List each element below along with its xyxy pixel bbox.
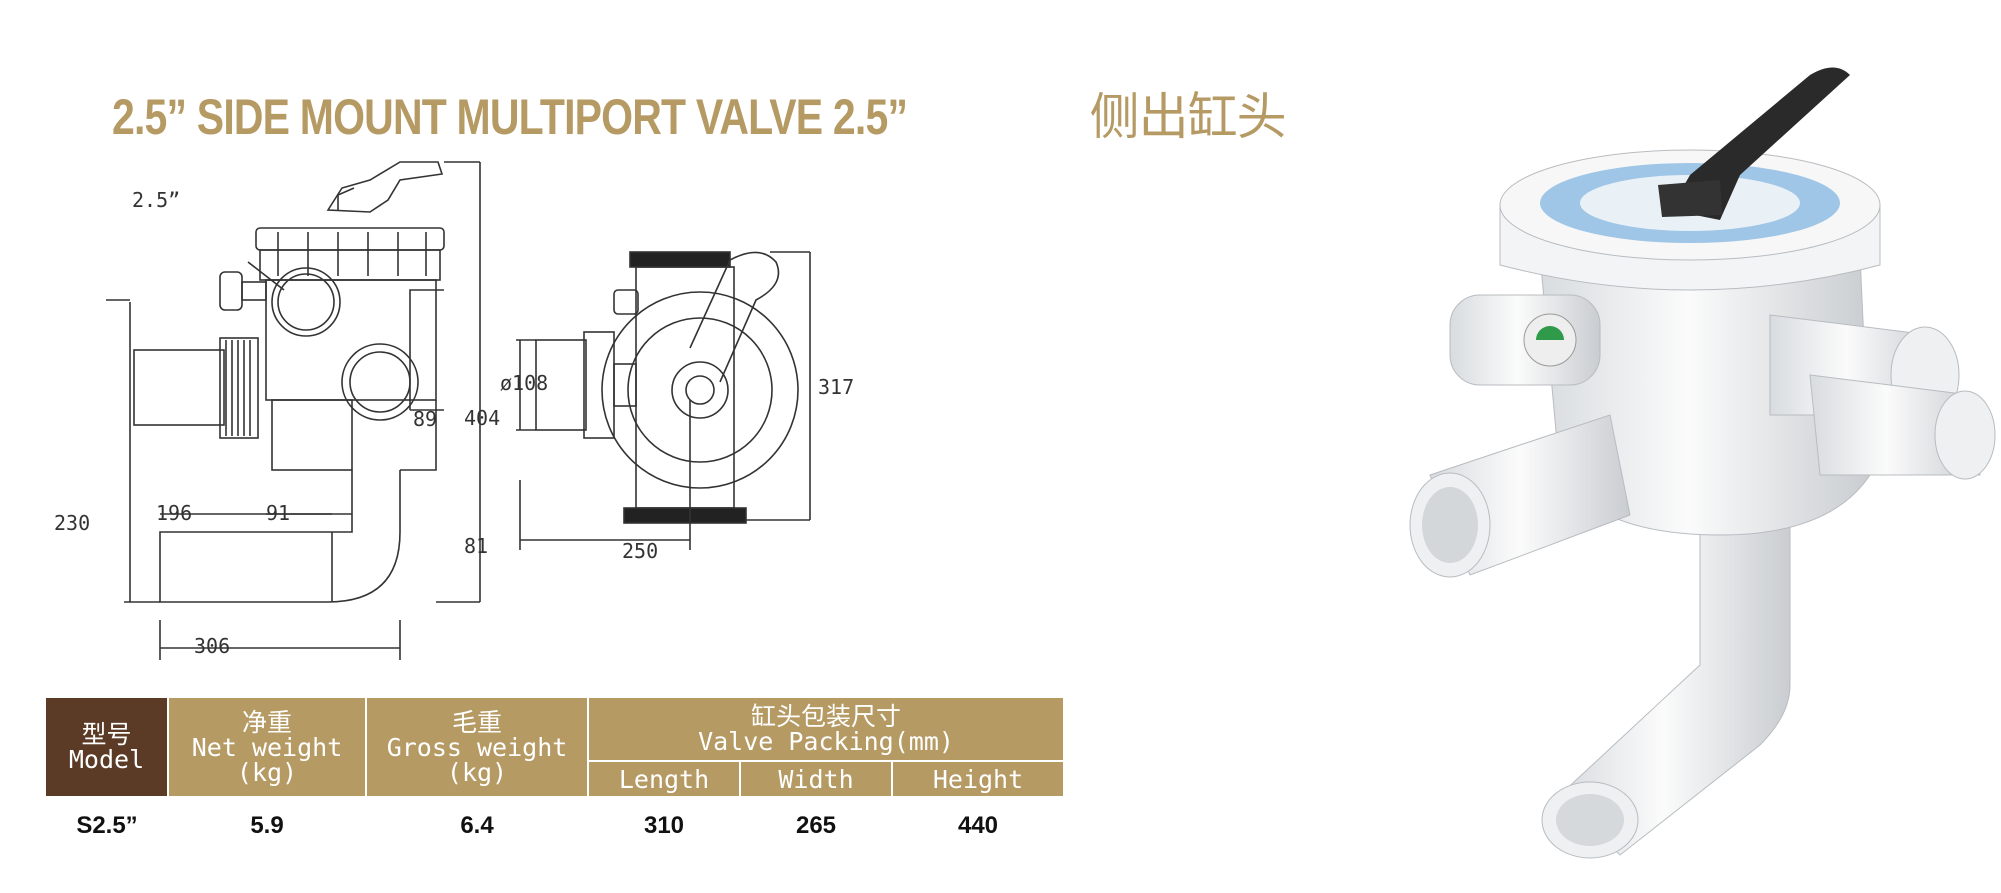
cell-model: S2.5”: [76, 812, 138, 839]
dim-404: 404: [464, 406, 500, 430]
header-gross-weight: 毛重 Gross weight (kg): [366, 698, 589, 798]
dim-317: 317: [818, 375, 854, 399]
header-width: Width: [740, 761, 893, 798]
page-title: 2.5” SIDE MOUNT MULTIPORT VALVE 2.5” 侧出缸头: [112, 82, 1287, 152]
cell-length: 310: [643, 812, 685, 839]
header-model: 型号 Model: [46, 698, 169, 798]
spec-table: 型号 Model 净重 Net weight (kg) 毛重 Gross wei…: [46, 698, 1066, 854]
dim-91: 91: [266, 501, 290, 525]
dim-306: 306: [194, 634, 230, 658]
dim-230: 230: [54, 511, 90, 535]
cell-net-weight: 5.9: [250, 812, 284, 839]
front-view-drawing: [516, 251, 811, 550]
table-row: S2.5” 5.9 6.4 310 265 440: [46, 797, 1064, 854]
dim-250: 250: [622, 539, 658, 563]
dim-81: 81: [464, 534, 488, 558]
title-chinese: 侧出缸头: [1089, 89, 1287, 145]
cell-height: 440: [957, 812, 999, 839]
header-height: Height: [892, 761, 1066, 798]
size-label: 2.5”: [132, 188, 180, 212]
cell-width: 265: [795, 812, 837, 839]
technical-drawing: 2.5” 404 89 230 196 91 81 306 ø108 317 2…: [54, 161, 854, 660]
dim-196: 196: [156, 501, 192, 525]
header-length: Length: [588, 761, 741, 798]
dim-89: 89: [413, 407, 437, 431]
product-photo: [1409, 67, 1996, 859]
cell-gross-weight: 6.4: [460, 812, 494, 839]
header-packing: 缸头包装尺寸 Valve Packing(mm): [588, 698, 1066, 762]
side-view-drawing: [106, 161, 481, 660]
title-english: 2.5” SIDE MOUNT MULTIPORT VALVE 2.5”: [112, 89, 908, 145]
dim-108: ø108: [500, 371, 548, 395]
header-net-weight: 净重 Net weight (kg): [168, 698, 367, 798]
